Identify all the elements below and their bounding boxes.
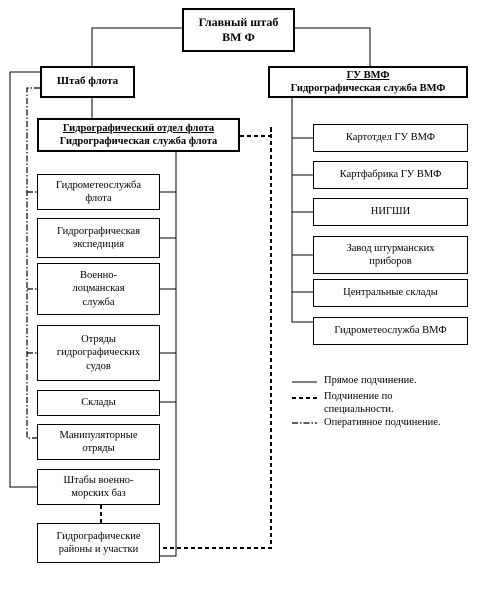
fleet-unit-line2: флота	[85, 193, 112, 204]
fleet-unit-line1: Гидрографическая	[56, 225, 141, 237]
naval-base-hq-box: Штабы военно- морских баз	[37, 469, 160, 505]
gu-unit-nigshi: НИГШИ	[313, 198, 468, 226]
hydro-dept-line2: Гидрографическая служба флота	[59, 136, 218, 147]
fleet-unit-line1: Отряды	[81, 334, 116, 346]
legend-operational: Оперативное подчинение.	[324, 417, 441, 428]
fleet-unit-line2: отряды	[82, 443, 115, 454]
naval-base-line1: Штабы военно-	[63, 474, 134, 486]
fleet-unit-ship-detachments: Отряды гидрографических судов	[37, 325, 160, 381]
fleet-unit-hydromet: Гидрометеослужба флота	[37, 174, 160, 210]
gu-vmf-box: ГУ ВМФ Гидрографическая служба ВМФ	[268, 66, 468, 98]
gu-unit-hydromet-vmf: Гидрометеослужба ВМФ	[313, 317, 468, 345]
gu-unit-line1: Картотдел ГУ ВМФ	[345, 132, 436, 144]
legend-special-line1: Подчинение по	[324, 391, 393, 402]
fleet-unit-line1: Гидрометеослужба	[55, 179, 142, 191]
fleet-hq-box: Штаб флота	[40, 66, 135, 98]
main-staff-line1: Главный штаб	[198, 15, 279, 29]
fleet-unit-pilot-service: Военно- лоцманская служба	[37, 263, 160, 315]
main-staff-line2: ВМ Ф	[222, 30, 255, 44]
naval-base-line2: морских баз	[71, 488, 126, 499]
legend-direct: Прямое подчинение.	[324, 375, 417, 386]
fleet-unit-line2: лоцманская	[72, 283, 125, 295]
gu-unit-line2: приборов	[369, 256, 412, 267]
gu-unit-chart-factory: Картфабрика ГУ ВМФ	[313, 161, 468, 189]
legend-special-line2: специальности.	[324, 404, 394, 415]
gu-vmf-line1: ГУ ВМФ	[346, 69, 390, 81]
fleet-unit-warehouses: Склады	[37, 390, 160, 416]
gu-unit-line1: Завод штурманских	[346, 242, 435, 254]
gu-unit-line1: Картфабрика ГУ ВМФ	[339, 169, 442, 181]
fleet-unit-line1: Склады	[81, 397, 116, 409]
hydro-dept-line1: Гидрографический отдел флота	[62, 122, 215, 134]
fleet-unit-manipulator: Манипуляторные отряды	[37, 424, 160, 460]
gu-unit-line1: НИГШИ	[370, 206, 411, 218]
fleet-unit-line1: Манипуляторные	[59, 429, 138, 441]
hydro-regions-line2: районы и участки	[58, 544, 139, 555]
hydro-dept-box: Гидрографический отдел флота Гидрографич…	[37, 118, 240, 152]
hydro-regions-line1: Гидрографические	[56, 530, 141, 542]
fleet-unit-line3: служба	[82, 296, 115, 308]
gu-unit-chart-dept: Картотдел ГУ ВМФ	[313, 124, 468, 152]
gu-unit-central-warehouses: Центральные склады	[313, 279, 468, 307]
fleet-unit-line1: Военно-	[79, 270, 118, 282]
main-staff-box: Главный штаб ВМ Ф	[182, 8, 295, 52]
gu-vmf-line2: Гидрографическая служба ВМФ	[290, 83, 446, 94]
fleet-unit-line3: судов	[86, 360, 111, 372]
fleet-hq-label: Штаб флота	[56, 75, 119, 88]
fleet-unit-expedition: Гидрографическая экспедиция	[37, 218, 160, 258]
gu-unit-line1: Центральные склады	[343, 287, 438, 299]
hydro-regions-box: Гидрографические районы и участки	[37, 523, 160, 563]
gu-unit-instrument-plant: Завод штурманских приборов	[313, 236, 468, 274]
gu-unit-line1: Гидрометеослужба ВМФ	[334, 325, 447, 337]
fleet-unit-line2: экспедиция	[72, 239, 125, 250]
fleet-unit-line2: гидрографических	[56, 347, 141, 359]
